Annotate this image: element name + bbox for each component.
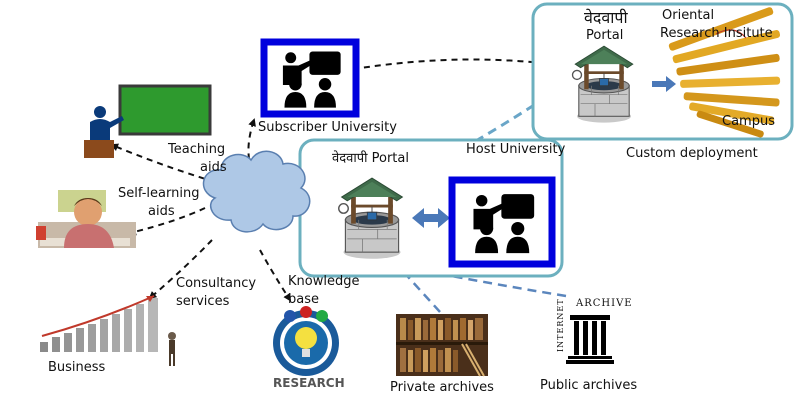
vedavapi-title-top: वेदवापी [584, 8, 628, 27]
host-university-box [298, 138, 564, 278]
host-university-frame [448, 176, 556, 268]
arrow-private-to-host [397, 265, 441, 313]
arrow-cloud-to-teaching [110, 143, 216, 183]
campus-label: Campus [722, 114, 775, 129]
self-learning-label-line2: aids [148, 204, 175, 219]
oriental-label-line2: Research Insitute [660, 26, 773, 41]
business-label: Business [48, 360, 106, 375]
custom-deployment-label: Custom deployment [626, 146, 758, 161]
cloud-icon [202, 150, 311, 233]
knowledge-base-label-line1: Knowledge [288, 274, 360, 289]
custom-deployment-box [531, 2, 794, 141]
archive-logo-vertical: INTERNET [556, 298, 565, 352]
research-logo-icon [273, 306, 339, 376]
host-university-label: Host University [466, 142, 566, 157]
knowledge-base-label-line2: base [288, 292, 319, 307]
double-arrow-icon [412, 208, 450, 228]
public-archives-icon [566, 315, 614, 364]
arrow-public-to-host [397, 262, 567, 298]
business-growth-icon [40, 295, 176, 366]
arrow-cloud-to-selflearning [128, 207, 206, 236]
arrow-cloud-to-knowledge [259, 249, 292, 302]
arrow-left-icon [652, 76, 676, 92]
consultancy-label-line2: services [176, 294, 230, 309]
oriental-label-line1: Oriental [662, 8, 715, 23]
subscriber-university-icon [260, 38, 360, 118]
teaching-aids-icon [84, 84, 212, 158]
palm-leaf-manuscripts-icon [668, 7, 781, 138]
self-learning-icon [36, 190, 136, 248]
public-archives-label: Public archives [540, 378, 638, 393]
consultancy-label-line1: Consultancy [176, 276, 257, 291]
vedavapi-portal-host-label: वेदवापी Portal [332, 151, 409, 166]
research-logo-text: RESEARCH [273, 376, 345, 390]
private-archives-icon [396, 314, 488, 377]
self-learning-label-line1: Self-learning [118, 186, 200, 201]
teaching-aids-label-line2: aids [200, 160, 227, 175]
portal-label-top: Portal [586, 28, 624, 43]
private-archives-label: Private archives [390, 380, 494, 395]
subscriber-university-label: Subscriber University [258, 120, 397, 135]
archive-logo-horizontal: ARCHIVE [576, 298, 633, 309]
teaching-aids-label-line1: Teaching [168, 142, 226, 157]
